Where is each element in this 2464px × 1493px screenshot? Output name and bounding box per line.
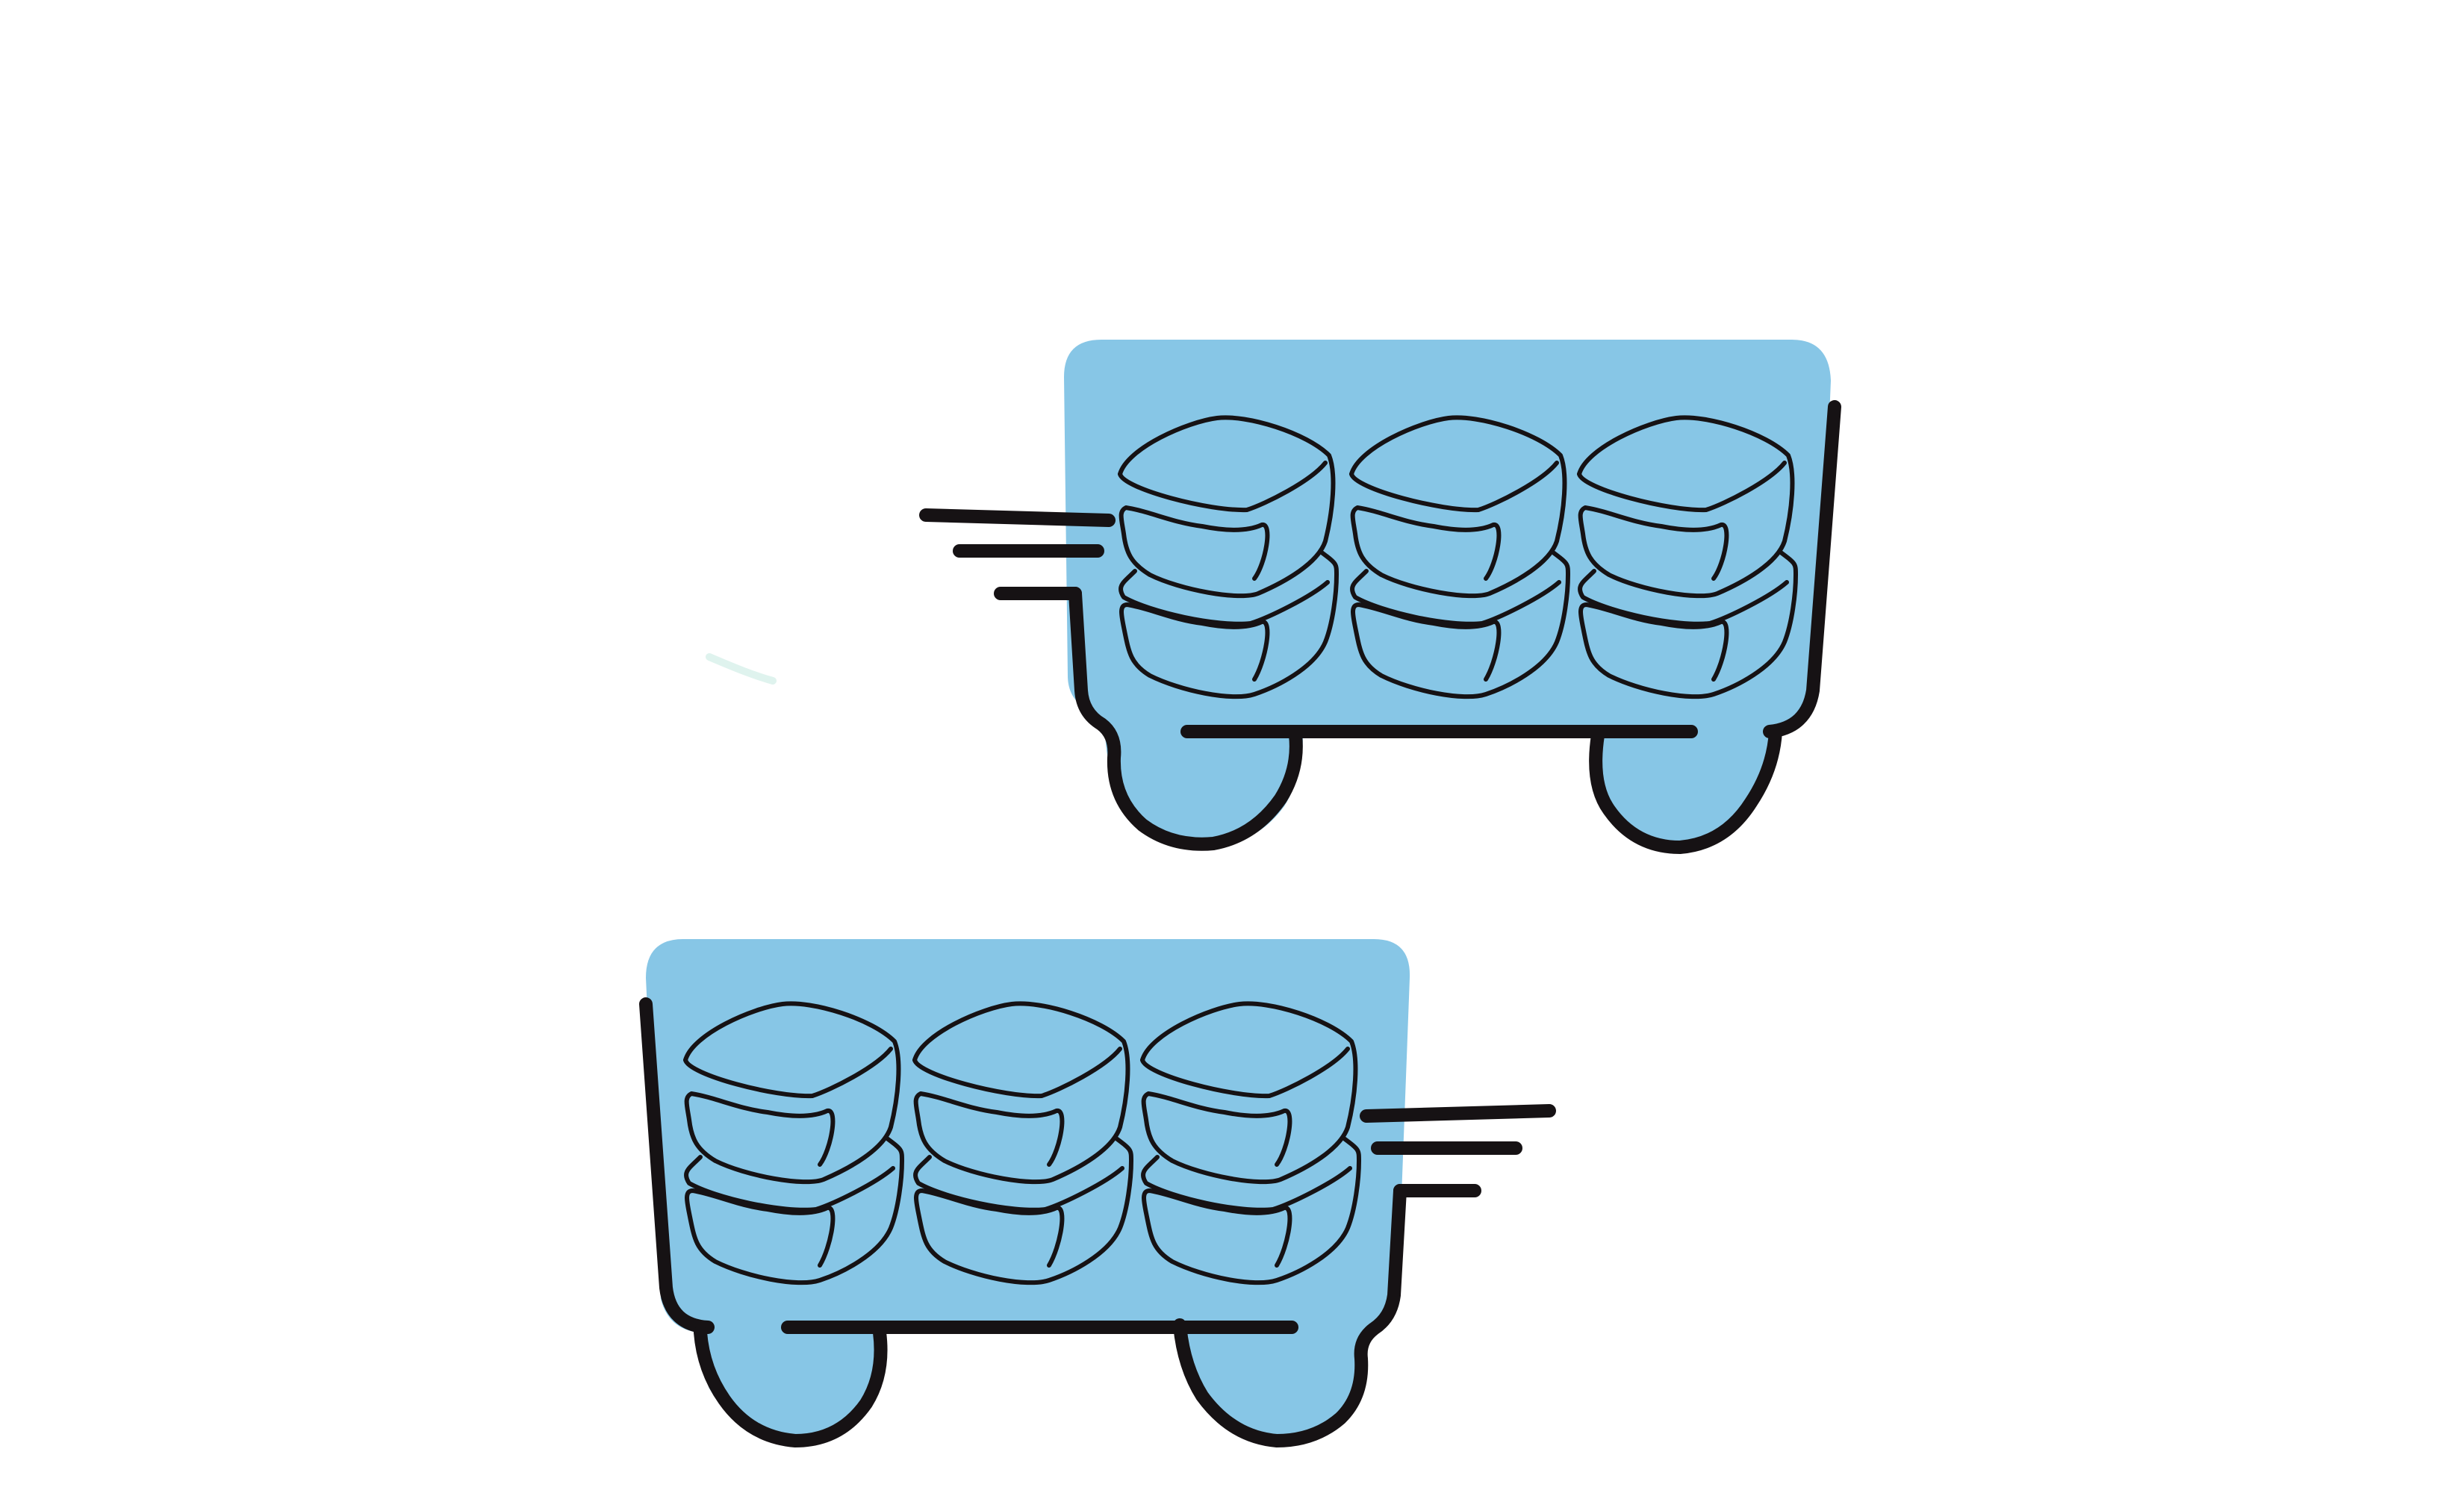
cart-top-outline xyxy=(919,400,1841,854)
motion-streak-faint xyxy=(706,653,777,685)
cart-bottom xyxy=(639,939,1556,1447)
cart-bottom-body-fill xyxy=(646,939,1410,1444)
speed-line-1 xyxy=(919,508,1116,527)
cart-bottom-outline xyxy=(639,997,1556,1447)
speed-line-4 xyxy=(1360,1104,1556,1123)
cart-top xyxy=(919,340,1841,854)
